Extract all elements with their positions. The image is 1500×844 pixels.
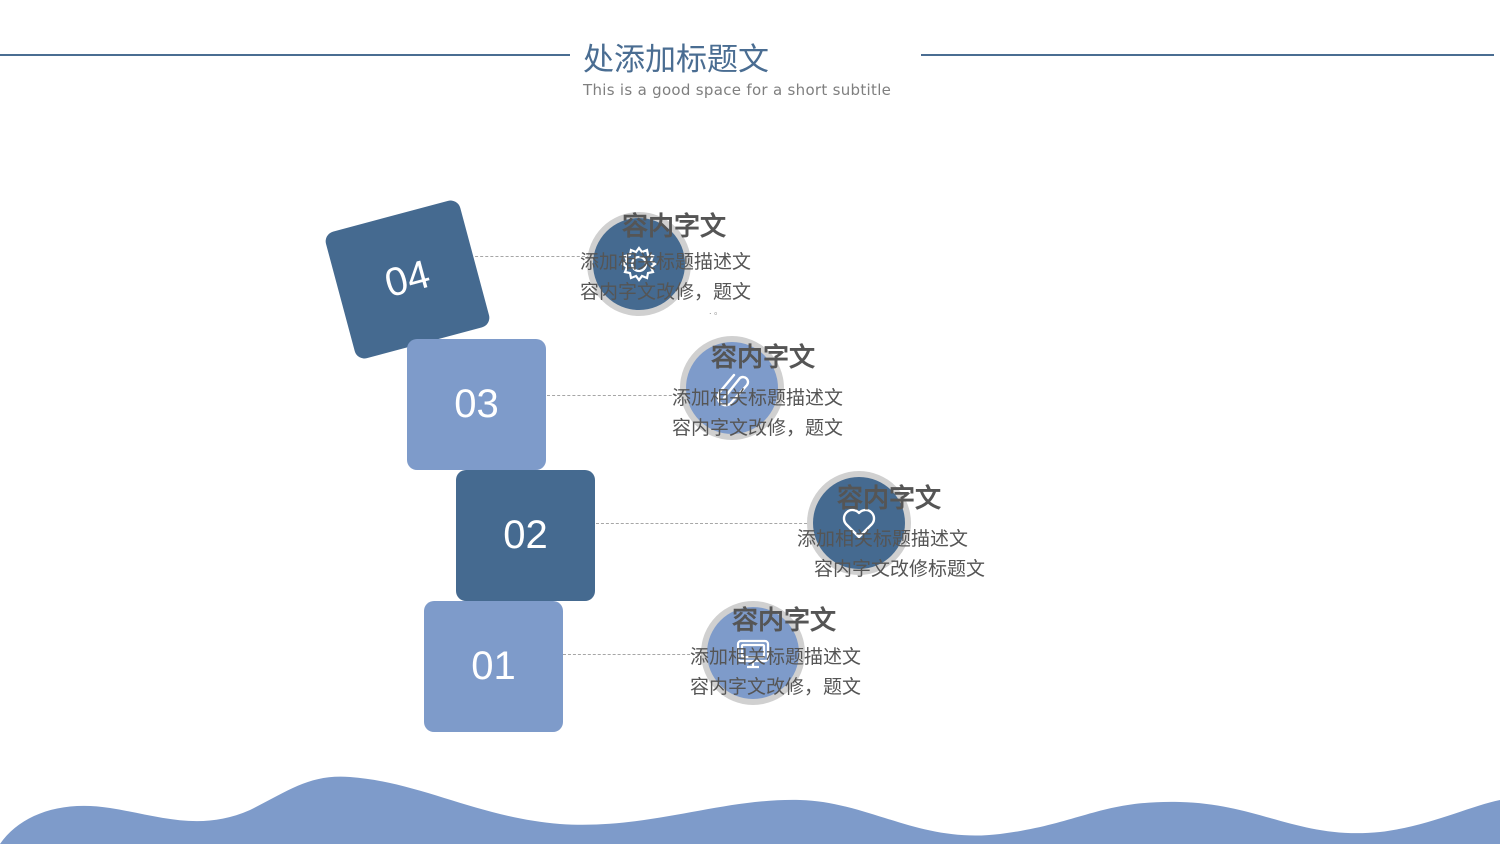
step-desc-02-line2: 容内字文改修标题文 <box>813 558 985 580</box>
bottom-wave-decoration <box>0 776 1500 844</box>
step-box-02: 02 <box>456 470 595 601</box>
connector-line-01 <box>563 654 705 655</box>
connector-line-02 <box>596 523 812 524</box>
step-title-04: 容内字文 <box>622 212 727 242</box>
step-box-01: 01 <box>424 601 563 732</box>
page-title: 处添加标题文 <box>583 42 769 78</box>
step-title-01: 容内字文 <box>732 606 837 636</box>
connector-line-04 <box>470 256 595 257</box>
paperclip-icon <box>716 373 750 407</box>
step-icon-circle-01 <box>701 601 805 705</box>
step-desc-01-line1: 添加相关标题描述文 <box>689 646 861 668</box>
step-icon-circle-03 <box>680 336 784 440</box>
step-desc-04-line2: 容内字文改修，题文 <box>579 281 751 303</box>
step-box-03: 03 <box>407 339 546 470</box>
page-subtitle: This is a good space for a short subtitl… <box>583 81 892 99</box>
step-number: 03 <box>454 382 499 426</box>
step-title-03: 容内字文 <box>711 343 816 373</box>
gear-icon <box>621 246 657 282</box>
step-number: 02 <box>503 513 548 557</box>
step-number: 04 <box>380 252 435 307</box>
step-number: 01 <box>471 644 516 688</box>
step-desc-03-line2: 容内字文改修，题文 <box>671 417 843 439</box>
header-line-left <box>0 54 570 56</box>
heart-icon <box>842 508 876 539</box>
step-desc-04-extra: . 。 <box>709 307 723 316</box>
header-line-right <box>921 54 1494 56</box>
step-desc-04-line1: 添加相关标题描述文 <box>579 251 751 273</box>
step-icon-circle-02 <box>807 471 911 575</box>
step-box-04: 04 <box>323 198 492 361</box>
step-title-02: 容内字文 <box>837 484 942 514</box>
step-desc-02-line1: 添加相关标题描述文 <box>796 528 968 550</box>
step-icon-circle-04 <box>587 212 691 316</box>
step-desc-03-line1: 添加相关标题描述文 <box>671 387 843 409</box>
connector-line-03 <box>547 395 687 396</box>
monitor-icon <box>736 639 770 669</box>
step-desc-01-line2: 容内字文改修，题文 <box>689 676 861 698</box>
